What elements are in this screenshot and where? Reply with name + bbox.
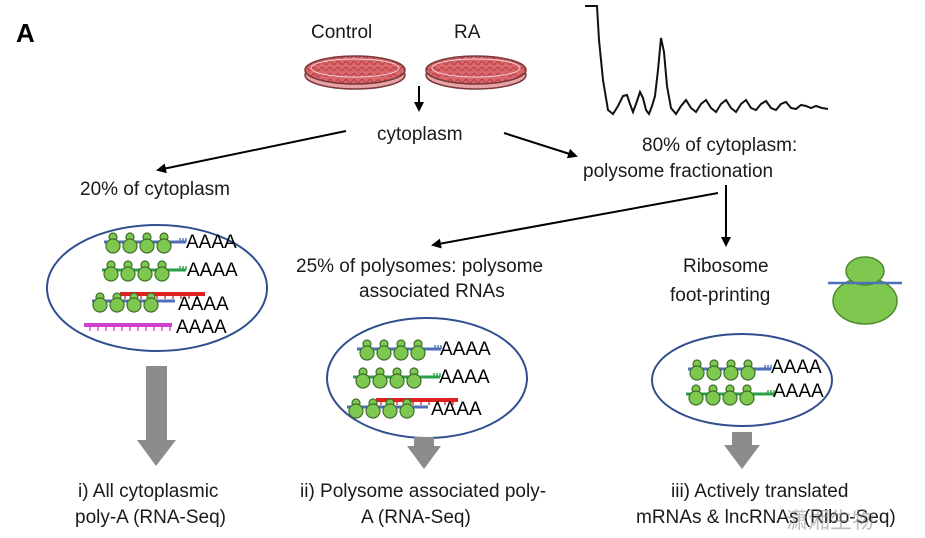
mrna-blue-1 [104, 232, 187, 254]
polysome-25pct-label-line2: associated RNAs [359, 281, 505, 302]
gray-down-arrow-3 [724, 432, 760, 469]
total-cytoplasm-label: 20% of cytoplasm [80, 179, 230, 200]
polya-tail-7: AAAA [431, 399, 482, 420]
output-1-line1: i) All cytoplasmic [78, 481, 218, 502]
polysome-25pct-label-line1: 25% of polysomes: polysome [296, 256, 543, 277]
polya-tail-3: AAAA [178, 294, 229, 315]
mrna-blue-3 [688, 359, 772, 381]
lncrna-red-2 [347, 398, 458, 419]
gray-down-arrow-2 [407, 437, 441, 469]
mrna-green-1 [102, 260, 187, 282]
polya-tail-2: AAAA [187, 260, 238, 281]
polysome-profile-trace [585, 5, 829, 117]
output-2-line1: ii) Polysome associated poly- [300, 481, 546, 502]
output-3-line2: mRNAs & lncRNAs (Ribo-Seq) [636, 507, 896, 528]
mrna-green-2 [353, 367, 441, 389]
ribosome-footprint-label-line2: foot-printing [670, 285, 770, 306]
polya-tail-9: AAAA [773, 381, 824, 402]
polya-tail-4: AAAA [176, 317, 227, 338]
petri-dish-control [304, 55, 406, 90]
watermark-text: 潇湘生物 [786, 508, 874, 533]
dish-label-ra: RA [454, 22, 481, 43]
cytoplasm-label: cytoplasm [377, 124, 463, 145]
mrna-blue-2 [357, 339, 442, 361]
arrow-cytoplasm-to-total [156, 130, 347, 174]
output-3-line1: iii) Actively translated [671, 481, 848, 502]
dish-label-control: Control [311, 22, 372, 43]
ribosome-footprint-label-line1: Ribosome [683, 256, 769, 277]
output-2-line2: A (RNA-Seq) [361, 507, 471, 528]
arrow-cytoplasm-to-polysome [503, 132, 578, 159]
translated-rna-ellipse [651, 333, 833, 427]
output-1-line2: poly-A (RNA-Seq) [75, 507, 226, 528]
polya-tail-5: AAAA [440, 339, 491, 360]
mrna-green-3 [686, 384, 775, 406]
gray-down-arrow-1 [137, 366, 176, 466]
total-rna-ellipse [46, 224, 268, 352]
lncrna-red-1 [92, 292, 205, 313]
petri-dish-ra [425, 55, 527, 90]
polya-tail-6: AAAA [439, 367, 490, 388]
polya-tail-8: AAAA [771, 357, 822, 378]
polya-tail-1: AAAA [186, 232, 237, 253]
polysome-fraction-label-line1: 80% of cytoplasm: [642, 135, 797, 156]
ribosome-icon [828, 256, 902, 325]
polysome-fraction-label-line2: polysome fractionation [583, 161, 773, 182]
arrow-polysome-to-25pct [431, 192, 719, 249]
lncrna-magenta-1 [84, 323, 172, 331]
panel-label: A [16, 18, 35, 48]
